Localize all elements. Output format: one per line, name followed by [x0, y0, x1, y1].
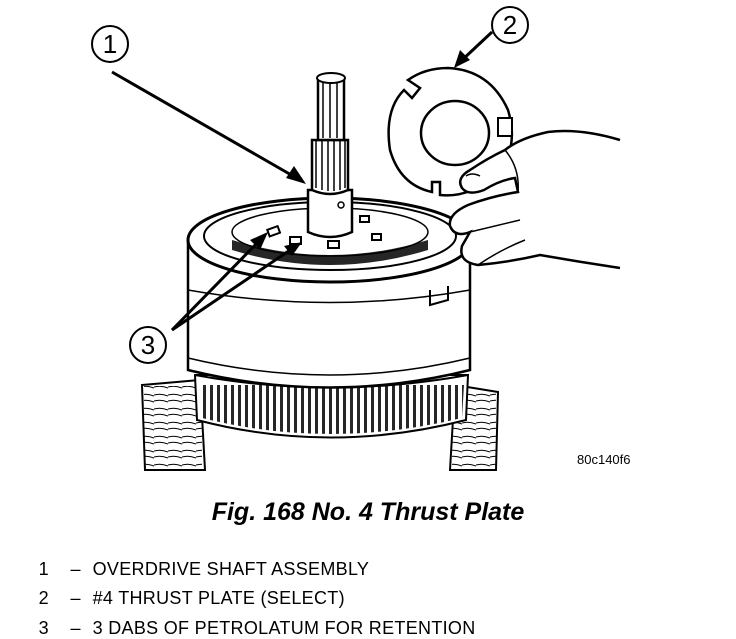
arrow-callout-3 [170, 232, 302, 332]
callout-2-label: 2 [503, 10, 517, 40]
hand [448, 129, 621, 270]
callout-1-label: 1 [103, 29, 117, 59]
legend-dash: – [70, 559, 81, 579]
legend-text: OVERDRIVE SHAFT ASSEMBLY [92, 559, 370, 579]
legend-text: #4 THRUST PLATE (SELECT) [92, 588, 345, 608]
legend-number: 3 [38, 618, 49, 638]
gear-ring [193, 374, 470, 439]
legend-item: 2 –#4 THRUST PLATE (SELECT) [28, 567, 345, 609]
figure-code: 80c140f6 [577, 452, 631, 467]
legend-item: 1 –OVERDRIVE SHAFT ASSEMBLY [28, 538, 369, 580]
overdrive-shaft [306, 72, 354, 239]
arrow-callout-1 [111, 70, 306, 184]
thrust-plate-illustration: 1 2 3 [91, 6, 621, 471]
legend-text: 3 DABS OF PETROLATUM FOR RETENTION [92, 618, 476, 638]
wood-block-left [140, 378, 207, 471]
legend-number: 1 [38, 559, 49, 579]
petrolatum-dabs [265, 215, 382, 249]
legend-number: 2 [38, 588, 49, 608]
callout-2: 2 [491, 6, 529, 44]
legend-dash: – [70, 618, 81, 638]
callout-3-label: 3 [141, 330, 155, 360]
legend-item: 3 –3 DABS OF PETROLATUM FOR RETENTION [28, 597, 476, 639]
callout-3: 3 [129, 326, 167, 364]
callout-1: 1 [91, 25, 129, 63]
arrow-callout-2 [454, 30, 494, 68]
legend-dash: – [70, 588, 81, 608]
figure-caption: Fig. 168 No. 4 Thrust Plate [211, 498, 525, 526]
leader-arrows [111, 30, 494, 332]
